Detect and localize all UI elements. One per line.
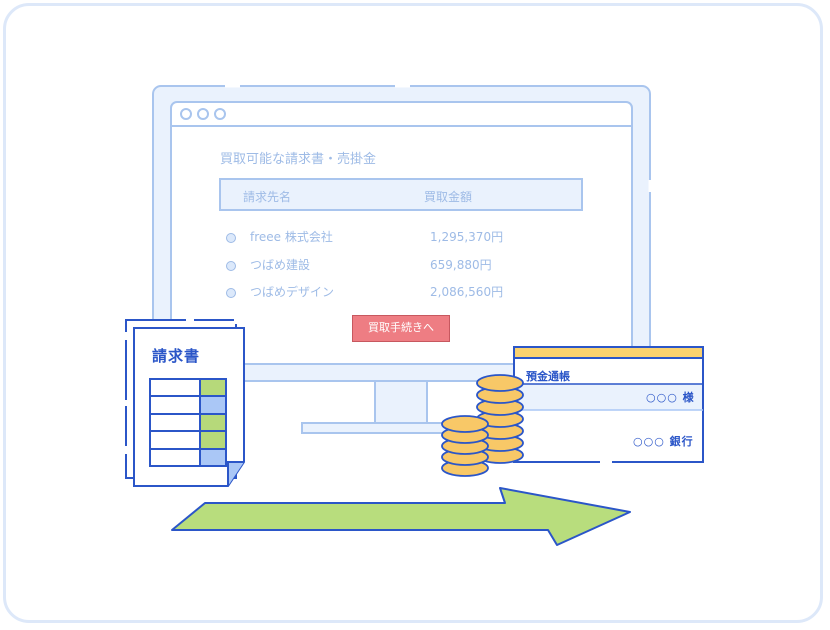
bullet-icon xyxy=(226,261,236,271)
window-dot-icon xyxy=(214,108,226,120)
arrow-icon xyxy=(171,487,631,546)
passbook-title: 預金通帳 xyxy=(526,370,570,383)
window-dot-icon xyxy=(197,108,209,120)
table-row[interactable]: つばめ建設 659,880円 xyxy=(226,256,526,276)
invoice xyxy=(125,319,245,487)
window-dot-icon xyxy=(180,108,192,120)
table-header-amount: 買取金額 xyxy=(424,190,473,204)
invoice-title: 請求書 xyxy=(152,347,201,365)
bullet-icon xyxy=(226,233,236,243)
table-row[interactable]: freee 株式会社 1,295,370円 xyxy=(226,228,526,248)
client-name: つばめ建設 xyxy=(250,258,311,272)
client-name: freee 株式会社 xyxy=(250,230,333,244)
table-header-client: 請求先名 xyxy=(243,190,292,204)
purchase-amount: 659,880円 xyxy=(430,258,492,272)
table-row[interactable]: つばめデザイン 2,086,560円 xyxy=(226,283,526,303)
passbook xyxy=(513,346,704,464)
screen-section-title: 買取可能な請求書・売掛金 xyxy=(220,152,377,167)
passbook-bank: ○○○ 銀行 xyxy=(633,435,694,448)
coin-stack-icon xyxy=(441,374,524,477)
purchase-procedure-button[interactable]: 買取手続きへ xyxy=(352,315,450,342)
client-name: つばめデザイン xyxy=(250,285,335,299)
passbook-holder: ○○○ 様 xyxy=(646,391,695,404)
monitor xyxy=(152,84,652,434)
purchase-amount: 1,295,370円 xyxy=(430,230,504,244)
bullet-icon xyxy=(226,288,236,298)
purchase-amount: 2,086,560円 xyxy=(430,285,504,299)
